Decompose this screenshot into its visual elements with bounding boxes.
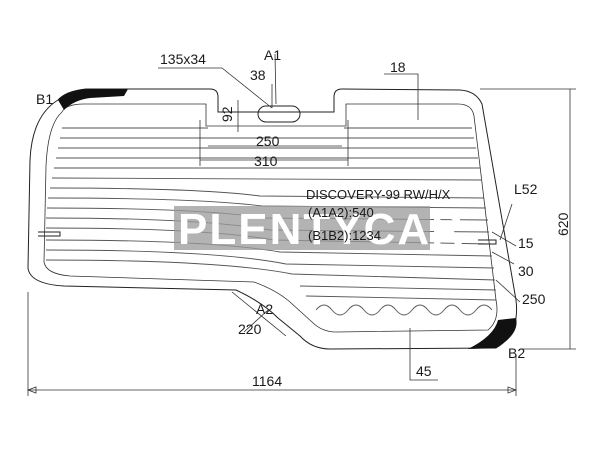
dim-cutout: 135x34 bbox=[160, 51, 206, 67]
label-a1: A1 bbox=[264, 47, 281, 63]
code-a: (A1A2):540 bbox=[308, 205, 374, 220]
wavy-blackout-edge bbox=[315, 304, 493, 316]
dim-620: 620 bbox=[555, 212, 571, 236]
dim-l52: L52 bbox=[514, 181, 538, 197]
label-b2: B2 bbox=[508, 345, 525, 361]
label-b1: B1 bbox=[36, 91, 53, 107]
blackout-corner-b2 bbox=[468, 318, 517, 349]
dim-38: 38 bbox=[250, 67, 266, 83]
terminal-left bbox=[38, 231, 61, 237]
watermark: PLENTYCAR bbox=[178, 205, 465, 254]
dim-220: 220 bbox=[238, 321, 262, 337]
dim-250-top: 250 bbox=[256, 133, 280, 149]
terminal-right bbox=[478, 239, 497, 245]
label-a2: A2 bbox=[256, 301, 273, 317]
cutout-slot bbox=[257, 105, 301, 123]
dim-15: 15 bbox=[518, 235, 534, 251]
model-note: DISCOVERY-99 RW/H/X bbox=[306, 187, 451, 202]
watermark-band bbox=[174, 206, 430, 250]
dim-18: 18 bbox=[390, 59, 406, 75]
dimension-lines bbox=[26, 53, 576, 396]
dim-310: 310 bbox=[254, 153, 278, 169]
dim-92: 92 bbox=[219, 106, 235, 122]
glass-inner-border bbox=[43, 103, 498, 333]
dim-250-right: 250 bbox=[522, 291, 546, 307]
dim-1164: 1164 bbox=[252, 373, 282, 389]
dim-45: 45 bbox=[416, 363, 432, 379]
code-b: (B1B2):1234 bbox=[308, 228, 381, 243]
blackout-corner-b1 bbox=[58, 89, 128, 110]
dim-30: 30 bbox=[518, 263, 534, 279]
